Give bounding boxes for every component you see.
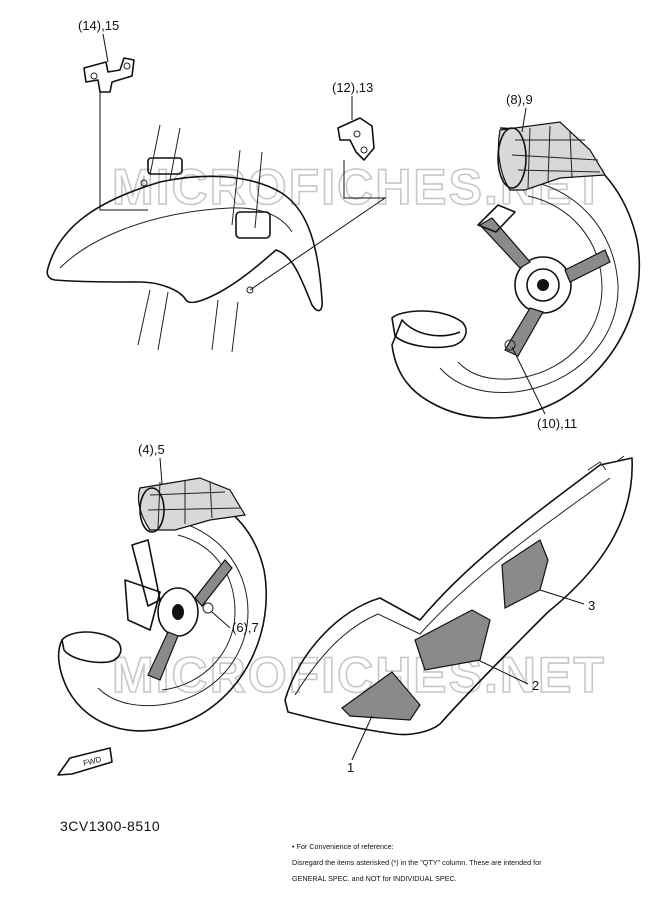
callout-6-7: (6),7: [232, 620, 259, 635]
side-cover-tab: [587, 455, 625, 471]
front-axle-hole: [172, 604, 184, 620]
reference-note: • For Convenience of reference: Disregar…: [292, 839, 652, 887]
forward-arrow: FWD: [57, 747, 113, 776]
rear-rim-outer: [439, 179, 619, 394]
leader-14-15: [102, 33, 109, 63]
fender-ridge: [59, 207, 293, 269]
callout-10-11: (10),11: [537, 416, 577, 431]
front-rim-outer: [97, 519, 249, 707]
rear-valve-housing: [477, 204, 516, 233]
fork-tube-left: [149, 124, 181, 181]
fork-clamp-right: [235, 211, 271, 239]
front-valve-housing: [131, 539, 161, 607]
fender-bolt-right: [246, 286, 254, 294]
leader-6-7: [211, 611, 231, 629]
side-cover-decal-1: [341, 671, 421, 721]
callout-12-13: (12),13: [332, 80, 373, 95]
fender-stay-bracket-upper: [83, 57, 135, 93]
callout-4-5: (4),5: [138, 442, 165, 457]
side-cover: [284, 457, 633, 736]
rear-spoke-1: [479, 217, 531, 269]
rear-tire-section-end: [497, 127, 527, 189]
rear-rim-inner: [457, 195, 603, 380]
callout-3: 3: [588, 598, 595, 613]
leader-2: [477, 659, 529, 685]
leader-10-11: [511, 346, 546, 415]
side-cover-edge: [294, 477, 611, 696]
diagram-code: 3CV1300-8510: [60, 818, 161, 834]
front-hub-body: [124, 579, 161, 631]
front-tire-tread: [137, 477, 246, 531]
rear-tire-tread: [497, 121, 607, 191]
leader-3: [539, 589, 585, 605]
fork-tube-lower: [137, 289, 239, 353]
front-fender-assembly: [46, 124, 323, 353]
leader-8-9: [521, 107, 527, 133]
front-rim-inner: [161, 534, 236, 691]
bracket-install-line-right: [249, 160, 387, 291]
bracket-install-line-left: [99, 92, 148, 211]
front-fender: [46, 175, 323, 312]
rear-tread-blocks: [511, 125, 601, 189]
callout-14-15: (14),15: [78, 18, 119, 33]
leader-4-5: [159, 457, 163, 485]
callout-8-9: (8),9: [506, 92, 533, 107]
front-tread-blocks: [147, 480, 241, 529]
fender-stay-bracket-lower: [337, 117, 375, 161]
front-tire-section-end: [139, 487, 165, 533]
callout-2: 2: [532, 678, 539, 693]
rear-wheel-assembly: [391, 121, 641, 419]
rear-tire-cut-lower: [391, 310, 467, 349]
fwd-label: FWD: [82, 755, 102, 768]
front-tire-cut-lower: [61, 631, 122, 664]
callout-1: 1: [347, 760, 354, 775]
rear-spoke-2: [564, 249, 611, 283]
note-line-1: • For Convenience of reference:: [292, 842, 394, 851]
front-spoke-1: [194, 559, 233, 607]
side-cover-decal-2: [414, 609, 491, 671]
leader-1: [351, 715, 373, 761]
fender-bolt-left: [140, 179, 148, 187]
note-line-3: GENERAL SPEC. and NOT for INDIVIDUAL SPE…: [292, 874, 457, 883]
fork-tube-right: [231, 149, 263, 229]
front-wheel-assembly: [57, 477, 268, 732]
rear-spoke-3: [504, 307, 544, 357]
rear-valve: [504, 339, 516, 351]
rear-hub-inner: [526, 268, 560, 302]
watermark-bottom: MICROFICHES.NET: [112, 647, 606, 703]
note-line-2: Disregard the items asterisked (*) in th…: [292, 858, 542, 867]
front-valve: [202, 602, 214, 614]
side-cover-assembly: [284, 455, 633, 736]
rear-tire: [391, 127, 641, 419]
fork-clamp-left: [147, 157, 183, 175]
side-cover-decal-3: [501, 539, 549, 609]
front-spoke-2: [147, 631, 179, 681]
rear-axle-hole: [537, 279, 549, 291]
